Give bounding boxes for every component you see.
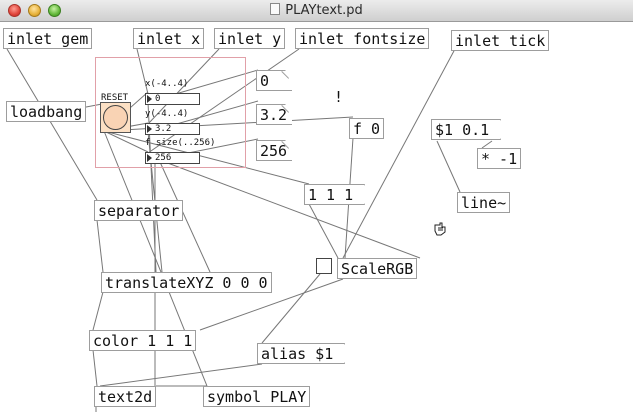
wire — [136, 48, 149, 95]
window-title-text: PLAYtext.pd — [285, 3, 363, 18]
inlet-fontsize-object[interactable]: inlet fontsize — [295, 28, 430, 49]
wire — [261, 273, 321, 344]
y-number-box[interactable]: 3.2 — [145, 123, 200, 135]
scale-message[interactable]: $1 0.1 — [431, 119, 501, 140]
wire — [164, 161, 421, 259]
inlet-y-object[interactable]: inlet y — [214, 28, 286, 49]
fsize-number-box[interactable]: 256 — [145, 152, 200, 164]
close-window-icon[interactable] — [8, 4, 21, 17]
zoom-window-icon[interactable] — [48, 4, 61, 17]
separator-object[interactable]: separator — [94, 200, 184, 221]
inlet-x-object[interactable]: inlet x — [133, 28, 205, 49]
wire — [159, 161, 211, 273]
window-titlebar[interactable]: PLAYtext.pd — [0, 0, 633, 22]
wire — [92, 291, 104, 331]
multiply-object[interactable]: * -1 — [477, 148, 522, 169]
wire — [199, 278, 344, 331]
symbol-play-object[interactable]: symbol PLAY — [203, 386, 311, 407]
wire — [308, 203, 339, 259]
hand-pointer-icon — [434, 222, 446, 236]
wire — [6, 48, 98, 201]
y-atom[interactable]: 3.2 — [256, 104, 292, 125]
wire — [147, 48, 220, 125]
reset-bang[interactable] — [100, 102, 131, 133]
wire — [481, 140, 493, 149]
patch-canvas[interactable]: RESET x(-4..4) 0 y(-4..4) 3.2 f size(..2… — [0, 22, 633, 415]
x-number-box[interactable]: 0 — [145, 93, 200, 105]
wire — [92, 349, 98, 387]
fontsize-atom[interactable]: 256 — [256, 140, 292, 161]
scalergb-object[interactable]: ScaleRGB — [337, 258, 418, 279]
document-icon — [270, 3, 281, 15]
y-range-label: y(-4..4) — [145, 109, 189, 119]
rgb-message[interactable]: 1 1 1 — [304, 184, 365, 205]
wire — [103, 130, 149, 153]
x-atom[interactable]: 0 — [256, 70, 292, 91]
text2d-object[interactable]: text2d — [94, 386, 157, 407]
inlet-tick-object[interactable]: inlet tick — [451, 30, 550, 51]
inlet-gem-object[interactable]: inlet gem — [3, 28, 93, 49]
f-zero-object[interactable]: f 0 — [349, 118, 385, 139]
line-tilde-object[interactable]: line~ — [457, 192, 511, 213]
patch-wires — [6, 48, 493, 412]
minimize-window-icon[interactable] — [28, 4, 41, 17]
wire — [96, 219, 104, 273]
fsize-range-label: f size(..256) — [145, 138, 216, 148]
wire — [342, 48, 456, 259]
wire — [103, 130, 310, 185]
wire — [436, 140, 461, 193]
wire — [147, 48, 300, 154]
graph-on-parent-area — [95, 57, 246, 168]
window-title: PLAYtext.pd — [0, 3, 633, 18]
translate-object[interactable]: translateXYZ 0 0 0 — [101, 272, 272, 293]
toggle-icon[interactable] — [316, 258, 332, 274]
reset-label: RESET — [101, 93, 129, 103]
color-object[interactable]: color 1 1 1 — [89, 330, 197, 351]
loadbang-object[interactable]: loadbang — [6, 101, 87, 122]
bang-circle-icon — [103, 105, 128, 130]
alias-message[interactable]: alias $1 — [257, 343, 345, 364]
x-range-label: x(-4..4) — [145, 79, 189, 89]
exclamation-comment: ! — [334, 88, 344, 106]
wire — [99, 363, 263, 387]
